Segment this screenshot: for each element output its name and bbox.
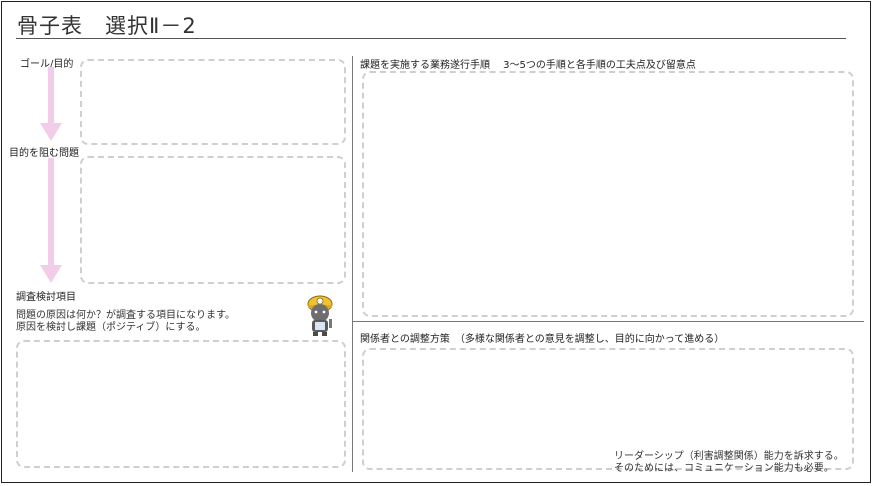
page-title: 骨子表 選択Ⅱ－2 [17,14,197,38]
investigation-note-1: 問題の原因は何か？が調査する項目になります。 [16,310,235,321]
investigation-note-2: 原因を検討し課題（ポジティブ）にする。 [16,322,206,333]
goal-arrow-head-icon [40,123,62,141]
investigation-input-box[interactable] [16,340,346,468]
problem-input-box[interactable] [80,156,346,284]
procedure-label: 課題を実施する業務遂行手順 3～5つの手順と各手順の工夫点及び留意点 [360,60,696,71]
helmet-cat-mascot-icon [303,293,337,337]
goal-input-box[interactable] [80,59,346,145]
title-divider [16,38,846,39]
coordination-note-2: そのためには、コミュニケーション能力も必要。 [614,463,834,474]
column-divider [352,56,353,472]
goal-arrow-shaft [48,67,54,125]
coordination-input-box[interactable] [362,348,854,470]
coordination-label: 関係者との調整方策 （多様な関係者との意見を調整し、目的に向かって進める） [360,334,725,345]
problem-arrow-shaft [48,158,54,266]
investigation-label: 調査検討項目 [16,292,76,303]
procedure-input-box[interactable] [362,71,854,317]
problem-arrow-head-icon [40,265,62,283]
goal-label: ゴール/目的 [20,59,74,70]
right-section-divider [352,321,864,322]
coordination-note-1: リーダーシップ（利害調整関係）能力を訴求する。 [614,451,844,462]
problem-label: 目的を阻む問題 [9,148,79,159]
